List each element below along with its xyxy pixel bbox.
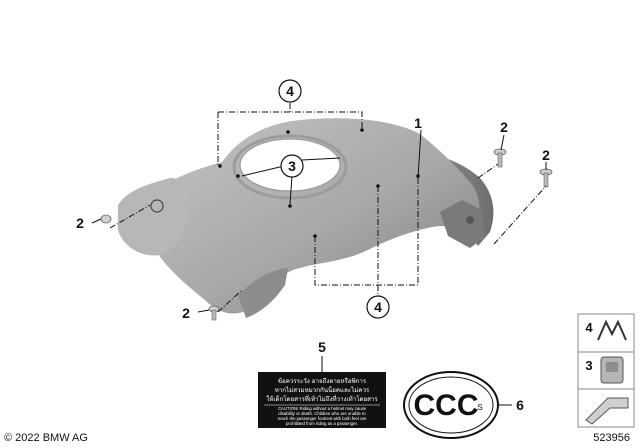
svg-text:4: 4	[286, 83, 294, 99]
screw-bottom[interactable]	[208, 305, 220, 321]
callout-marker-bottom[interactable]: 4	[366, 295, 390, 319]
warning-thai-line-3: ให้เด็กโดยสารที่เท้าไม่ถึงที่วางเท้าโดยส…	[266, 394, 378, 403]
callout-screw-upper-right[interactable]: 2	[500, 119, 508, 135]
legend-num-2: 3	[585, 358, 592, 373]
svg-text:3: 3	[288, 158, 296, 174]
tank-cover-lower-flank	[238, 268, 288, 318]
callout-ccc-label[interactable]: 6	[516, 397, 524, 413]
callout-screw-right[interactable]: 2	[542, 147, 550, 163]
rear-bracket	[440, 200, 484, 248]
tank-cover-shell	[144, 118, 480, 314]
screw-upper-right[interactable]	[493, 148, 507, 168]
diagram-id: 523956	[593, 432, 630, 444]
legend-panel: 4 3	[577, 313, 635, 428]
screw-right[interactable]	[539, 168, 553, 188]
ccc-label[interactable]: CCC S	[403, 371, 499, 439]
warning-en-line-2: disability or death. Children who are un…	[278, 411, 366, 416]
screw-left[interactable]	[100, 214, 112, 224]
callout-warning-label[interactable]: 5	[318, 339, 326, 355]
callout-screw-bottom[interactable]: 2	[182, 305, 190, 321]
arrow-icon	[585, 397, 629, 425]
warning-thai-line-2: หากไม่สวมหมวกกันน็อคและไม่ควร	[275, 385, 370, 394]
copyright-text: © 2022 BMW AG	[4, 432, 88, 444]
clip-nut-icon	[600, 356, 624, 384]
warning-en-line-3: reach the passenger footrest with both f…	[278, 416, 367, 421]
tank-cover-front-lip	[118, 178, 189, 256]
ccc-letters: CCC	[414, 389, 479, 422]
warning-thai-line-1: ข้อควรระวัง อาจถึงตายหรือพิการ	[278, 377, 367, 385]
svg-text:4: 4	[374, 299, 382, 315]
front-emblem-mount	[150, 199, 164, 213]
warning-en-line-1: CAUTION! Riding without a helmet may cau…	[278, 406, 367, 411]
callout-marker-top[interactable]: 4	[278, 79, 302, 103]
warning-en-line-4: prohibited from riding as a passenger.	[286, 421, 358, 426]
warning-label[interactable]: ข้อควรระวัง อาจถึงตายหรือพิการ หากไม่สวม…	[258, 372, 386, 428]
legend-num-1: 4	[585, 320, 593, 335]
dashed-marker-icon	[597, 319, 627, 341]
rear-bracket-hole	[466, 216, 474, 224]
callout-clip-center[interactable]: 3	[280, 154, 304, 178]
callout-tank-cover[interactable]: 1	[414, 115, 422, 131]
callout-screw-left[interactable]: 2	[76, 215, 84, 231]
tank-cover[interactable]	[118, 118, 494, 318]
mount-points	[218, 128, 420, 238]
leader-lines	[91, 103, 547, 313]
ccc-suffix: S	[477, 403, 482, 412]
